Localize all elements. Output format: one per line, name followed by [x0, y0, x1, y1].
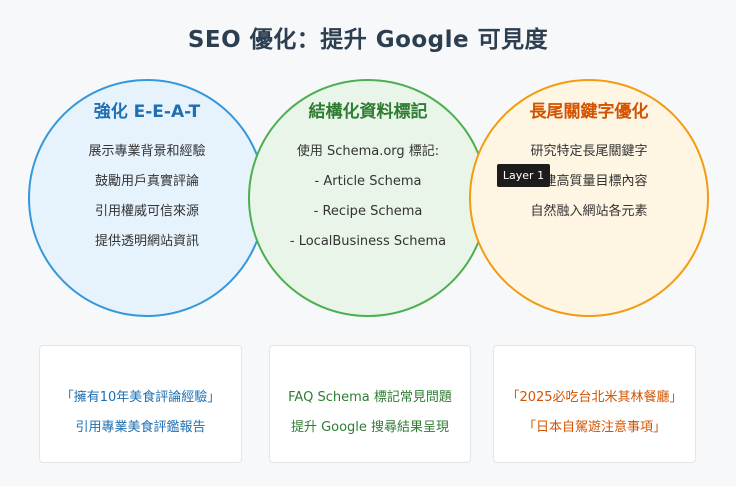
long-tail-keyword-example-line: 「日本自駕遊注意事項」 [522, 420, 666, 435]
long-tail-keyword-title: 長尾關鍵字優化 [529, 102, 649, 122]
structured-data-example-line: 提升 Google 搜尋結果呈現 [290, 420, 450, 435]
structured-data-item: - LocalBusiness Schema [289, 234, 447, 249]
structured-data-circle: 結構化資料標記 使用 Schema.org 標記: - Article Sche… [248, 79, 488, 317]
long-tail-keyword-item: 研究特定長尾關鍵字 [530, 144, 648, 159]
long-tail-keyword-circle-content: 長尾關鍵字優化 研究特定長尾關鍵字 創建高質量目標內容 自然融入網站各元素 [471, 101, 707, 227]
long-tail-keyword-example-line: 「2025必吃台北米其林餐廳」 [506, 390, 683, 405]
eeat-circle-content: 強化 E-E-A-T 展示專業背景和經驗 鼓勵用戶真實評論 引用權威可信來源 提… [30, 101, 264, 257]
long-tail-keyword-item: 自然融入網站各元素 [530, 204, 648, 219]
eeat-item: 展示專業背景和經驗 [88, 144, 206, 159]
structured-data-item: 使用 Schema.org 標記: [296, 144, 440, 159]
structured-data-title: 結構化資料標記 [308, 102, 428, 122]
eeat-item: 提供透明網站資訊 [94, 234, 199, 249]
eeat-example-line: 「擁有10年美食評論經驗」 [60, 390, 221, 405]
page-title: SEO 優化：提升 Google 可見度 [187, 27, 549, 53]
structured-data-circle-content: 結構化資料標記 使用 Schema.org 標記: - Article Sche… [250, 101, 486, 257]
eeat-title: 強化 E-E-A-T [93, 102, 201, 122]
eeat-example-card: 「擁有10年美食評論經驗」 引用專業美食評鑑報告 [39, 345, 242, 463]
long-tail-keyword-example-card: 「2025必吃台北米其林餐廳」 「日本自駕遊注意事項」 [493, 345, 696, 463]
long-tail-keyword-item: 創建高質量目標內容 [530, 174, 648, 189]
long-tail-keyword-circle: 長尾關鍵字優化 研究特定長尾關鍵字 創建高質量目標內容 自然融入網站各元素 [469, 79, 709, 317]
structured-data-item: - Article Schema [314, 174, 422, 189]
structured-data-item: - Recipe Schema [313, 204, 423, 219]
eeat-example-line: 引用專業美食評鑑報告 [75, 420, 206, 435]
eeat-item: 鼓勵用戶真實評論 [94, 174, 199, 189]
structured-data-example-card: FAQ Schema 標記常見問題 提升 Google 搜尋結果呈現 [269, 345, 471, 463]
layer-tooltip: Layer 1 [497, 164, 550, 187]
eeat-item: 引用權威可信來源 [94, 204, 199, 219]
structured-data-example-line: FAQ Schema 標記常見問題 [288, 390, 452, 405]
eeat-circle: 強化 E-E-A-T 展示專業背景和經驗 鼓勵用戶真實評論 引用權威可信來源 提… [28, 79, 266, 317]
